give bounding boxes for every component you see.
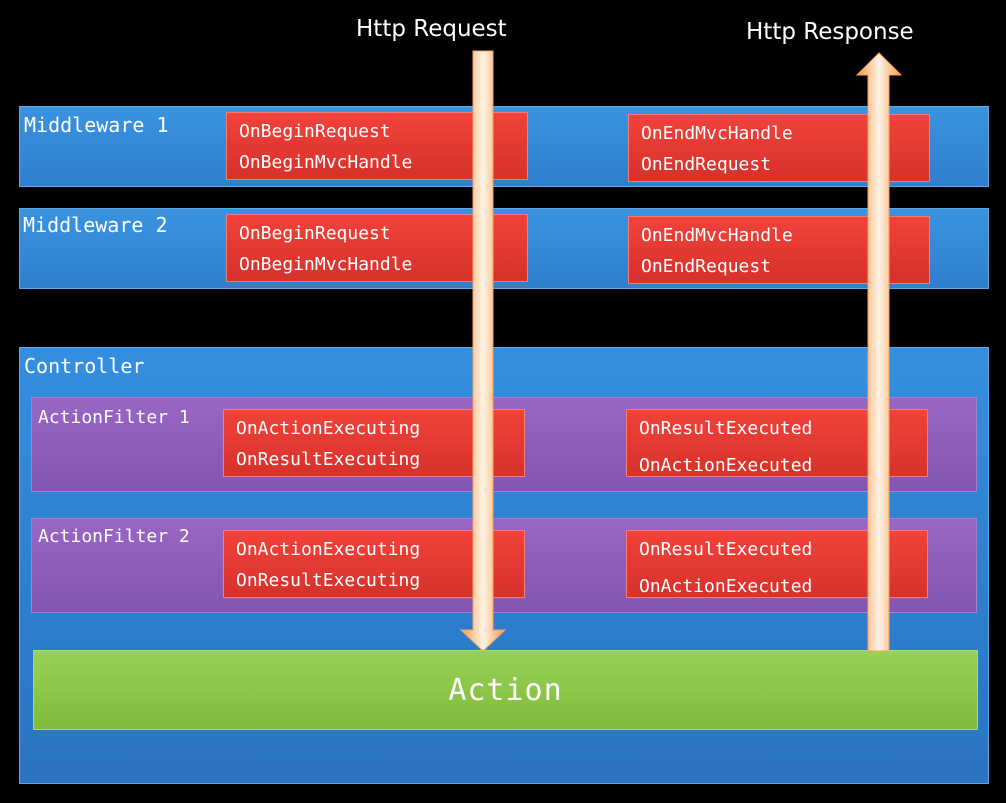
http-request-label: Http Request: [356, 16, 507, 42]
hook-on-action-executing: OnActionExecuting: [236, 539, 421, 560]
hook-on-begin-request: OnBeginRequest: [239, 121, 391, 142]
action-box: Action: [33, 650, 978, 730]
response-up-arrow: [855, 52, 903, 652]
action-filter-1-title: ActionFilter 1: [38, 407, 190, 428]
hook-on-end-request: OnEndRequest: [641, 154, 772, 175]
hook-on-result-executing: OnResultExecuting: [236, 449, 421, 470]
request-down-arrow: [459, 50, 507, 652]
controller-title: Controller: [24, 354, 145, 378]
hook-on-result-executed: OnResultExecuted: [639, 418, 813, 439]
hook-on-end-mvc-handle: OnEndMvcHandle: [641, 123, 793, 144]
hook-on-result-executed: OnResultExecuted: [639, 539, 813, 560]
middleware-1-title: Middleware 1: [24, 113, 169, 137]
hook-on-begin-mvc-handle: OnBeginMvcHandle: [239, 152, 413, 173]
hook-on-action-executed: OnActionExecuted: [639, 576, 813, 597]
hook-on-action-executing: OnActionExecuting: [236, 418, 421, 439]
http-response-label: Http Response: [746, 19, 914, 45]
hook-on-action-executed: OnActionExecuted: [639, 455, 813, 476]
action-filter-2-title: ActionFilter 2: [38, 526, 190, 547]
hook-on-end-request: OnEndRequest: [641, 256, 772, 277]
hook-on-begin-request: OnBeginRequest: [239, 223, 391, 244]
hook-on-result-executing: OnResultExecuting: [236, 570, 421, 591]
hook-on-end-mvc-handle: OnEndMvcHandle: [641, 225, 793, 246]
hook-on-begin-mvc-handle: OnBeginMvcHandle: [239, 254, 413, 275]
middleware-2-title: Middleware 2: [23, 213, 168, 237]
